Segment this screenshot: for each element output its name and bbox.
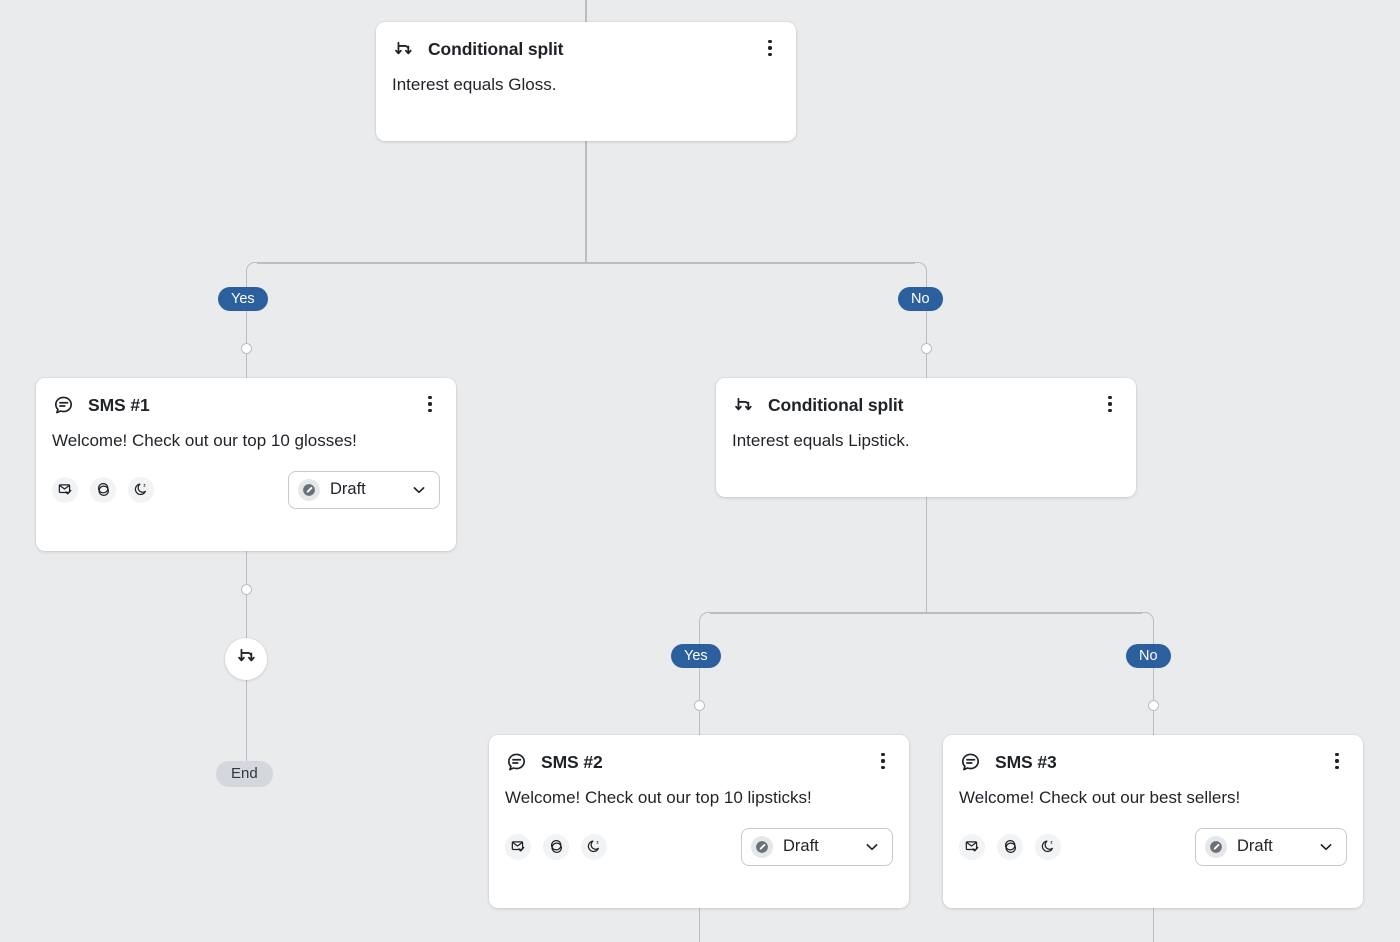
kebab-menu-icon[interactable] <box>871 748 895 774</box>
chevron-down-icon <box>1318 839 1334 855</box>
branch-dot-sms1-out <box>240 584 252 595</box>
edge-top-no-to-card <box>925 352 928 378</box>
node-card-sms-3[interactable]: SMS #3 Welcome! Check out our best selle… <box>943 735 1363 908</box>
svg-text:z: z <box>1050 840 1053 845</box>
edge-top-split-down <box>585 141 587 263</box>
card-header: Conditional split <box>716 378 1136 416</box>
branch-label-text: Yes <box>684 648 708 664</box>
sms-bubble-icon <box>959 751 981 773</box>
edge-sms2-down <box>698 908 701 942</box>
card-title: SMS #1 <box>88 394 150 415</box>
card-title: SMS #3 <box>995 751 1057 772</box>
card-message: Welcome! Check out our top 10 glosses! <box>52 431 357 450</box>
card-description: Interest equals Gloss. <box>392 75 557 94</box>
edge-sms1-to-bubble <box>245 593 248 783</box>
card-title: SMS #2 <box>541 751 603 772</box>
sms-bubble-icon <box>52 394 74 416</box>
branch-label-text: Yes <box>231 291 255 307</box>
quiet-hours-icon[interactable]: z <box>128 476 154 503</box>
branch-dot-mid-no <box>1147 700 1159 711</box>
sms-status-label: Draft <box>330 480 366 499</box>
card-footer: z Draft <box>36 453 456 525</box>
utm-tracking-icon[interactable] <box>90 476 116 503</box>
sms-status-label: Draft <box>783 837 819 856</box>
smart-sending-icon[interactable] <box>959 833 985 860</box>
end-terminal-badge: End <box>216 761 273 787</box>
draft-pencil-icon <box>298 478 320 501</box>
utm-tracking-icon[interactable] <box>997 833 1023 860</box>
edge-mid-bus-left <box>710 612 926 614</box>
node-card-sms-1[interactable]: SMS #1 Welcome! Check out our top 10 glo… <box>36 378 456 551</box>
quiet-hours-icon[interactable]: z <box>581 833 607 860</box>
card-chip-row: z <box>52 476 154 503</box>
edge-mid-bus-right <box>925 612 1142 614</box>
edge-corner-mid-left <box>699 612 712 625</box>
svg-text:z: z <box>143 483 146 488</box>
smart-sending-icon[interactable] <box>505 833 531 860</box>
edge-top-yes-drop <box>245 273 248 349</box>
card-title: Conditional split <box>768 394 904 415</box>
conditional-split-add-node[interactable] <box>225 638 267 680</box>
split-arrows-icon <box>732 394 754 416</box>
utm-tracking-icon[interactable] <box>543 833 569 860</box>
edge-sms3-down <box>1152 908 1155 942</box>
edge-top-yes-to-card <box>245 352 248 378</box>
draft-pencil-icon <box>1205 835 1227 858</box>
kebab-menu-icon[interactable] <box>418 391 442 417</box>
card-header: SMS #3 <box>943 735 1363 773</box>
branch-dot-top-no <box>920 343 932 354</box>
edge-sms1-down <box>245 551 248 587</box>
branch-label-text: No <box>911 291 930 307</box>
edge-top-no-drop <box>925 273 928 349</box>
edge-mid-no-to-card <box>1152 709 1155 736</box>
node-card-conditional-split-top[interactable]: Conditional split Interest equals Gloss. <box>376 22 796 141</box>
branch-dot-top-yes <box>240 343 252 354</box>
split-arrows-icon <box>392 38 414 60</box>
card-message: Welcome! Check out our best sellers! <box>959 788 1241 807</box>
card-footer: z Draft <box>943 810 1363 882</box>
end-terminal-label: End <box>231 765 258 782</box>
edge-into-top-split <box>585 0 587 22</box>
card-header: Conditional split <box>376 22 796 60</box>
edge-mid-yes-to-card <box>698 709 701 736</box>
chevron-down-icon <box>864 839 880 855</box>
card-chip-row: z <box>505 833 607 860</box>
chevron-down-icon <box>411 482 427 498</box>
sms-bubble-icon <box>505 751 527 773</box>
card-footer: z Draft <box>489 810 909 882</box>
edge-corner-mid-right <box>1141 612 1154 625</box>
edge-top-bus-right <box>585 262 915 264</box>
edge-corner-top-left <box>246 262 259 275</box>
branch-label-top-no[interactable]: No <box>898 287 943 311</box>
card-message: Welcome! Check out our top 10 lipsticks! <box>505 788 812 807</box>
branch-label-mid-no[interactable]: No <box>1126 644 1171 668</box>
svg-text:z: z <box>596 840 599 845</box>
card-header: SMS #1 <box>36 378 456 416</box>
card-description: Interest equals Lipstick. <box>732 431 910 450</box>
split-arrows-icon <box>236 646 257 672</box>
edge-corner-top-right <box>914 262 927 275</box>
card-header: SMS #2 <box>489 735 909 773</box>
sms-status-label: Draft <box>1237 837 1273 856</box>
branch-label-text: No <box>1139 648 1158 664</box>
quiet-hours-icon[interactable]: z <box>1035 833 1061 860</box>
branch-label-mid-yes[interactable]: Yes <box>671 644 721 668</box>
edge-top-bus-left <box>257 262 586 264</box>
branch-label-top-yes[interactable]: Yes <box>218 287 268 311</box>
sms-status-select[interactable]: Draft <box>288 470 440 509</box>
draft-pencil-icon <box>751 835 773 858</box>
sms-status-select[interactable]: Draft <box>1195 827 1347 866</box>
node-card-conditional-split-mid[interactable]: Conditional split Interest equals Lipsti… <box>716 378 1136 497</box>
smart-sending-icon[interactable] <box>52 476 78 503</box>
card-chip-row: z <box>959 833 1061 860</box>
card-title: Conditional split <box>428 38 564 59</box>
node-card-sms-2[interactable]: SMS #2 Welcome! Check out our top 10 lip… <box>489 735 909 908</box>
edge-mid-split-down <box>925 497 928 613</box>
sms-status-select[interactable]: Draft <box>741 827 893 866</box>
kebab-menu-icon[interactable] <box>1325 748 1349 774</box>
kebab-menu-icon[interactable] <box>758 35 782 61</box>
branch-dot-mid-yes <box>693 700 705 711</box>
kebab-menu-icon[interactable] <box>1098 391 1122 417</box>
